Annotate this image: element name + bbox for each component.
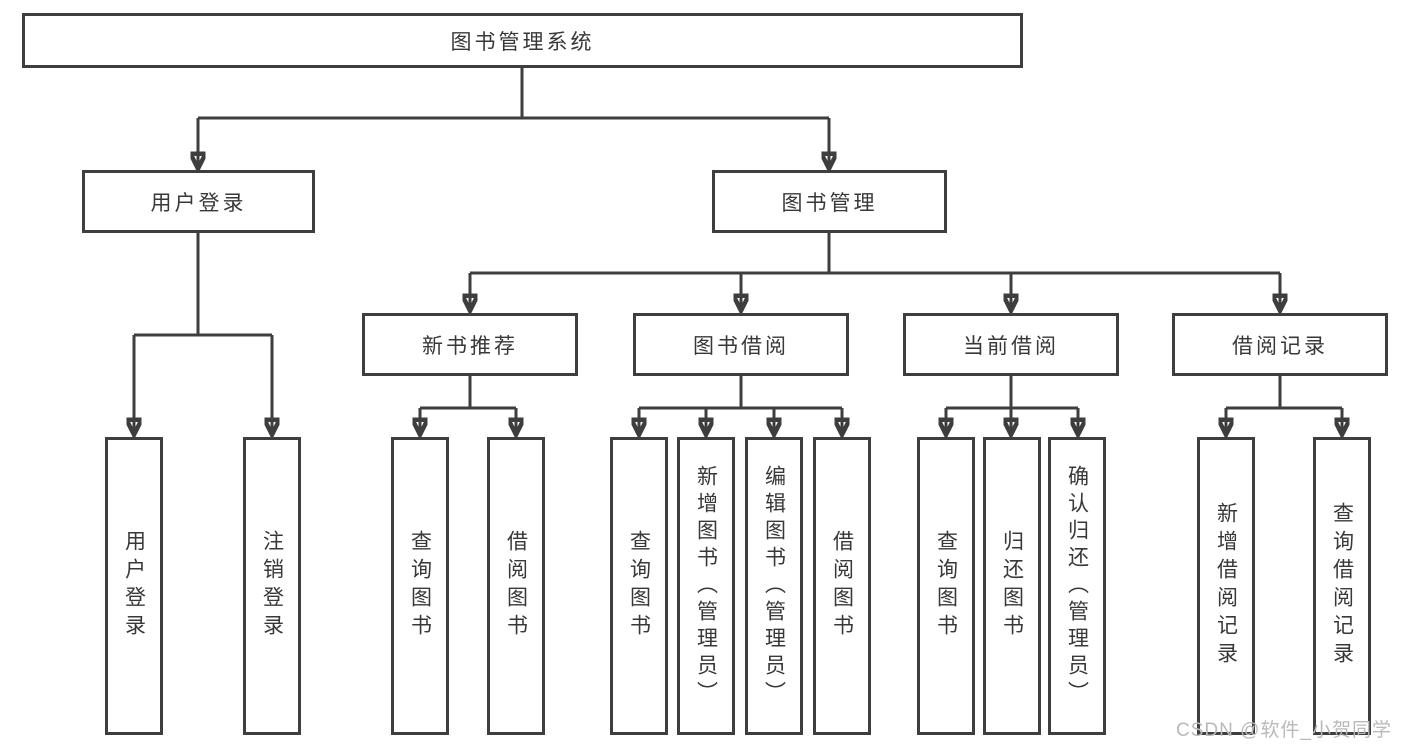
node-label: 图书借阅: [693, 334, 789, 358]
node-label: 新增图书（管理员）: [694, 464, 718, 708]
node-label: 新书推荐: [422, 334, 518, 358]
connector-user-login-children: [134, 233, 272, 434]
leaf-logout: 注销登录: [243, 437, 301, 735]
node-label: 归还图书: [1000, 530, 1024, 642]
node-label: 当前借阅: [963, 334, 1059, 358]
node-label: 编辑图书（管理员）: [762, 464, 786, 708]
node-book-borrowing: 图书借阅: [633, 313, 849, 376]
leaf-query-books-borrowing: 查询图书: [610, 437, 668, 735]
leaf-user-login: 用户登录: [105, 437, 163, 735]
node-label: 借阅图书: [830, 530, 854, 642]
leaf-query-borrow-record: 查询借阅记录: [1313, 437, 1371, 735]
connector-book-management-children: [470, 233, 1280, 310]
node-label: 图书管理系统: [450, 30, 595, 54]
node-current-borrowing: 当前借阅: [903, 313, 1119, 376]
node-label: 用户登录: [122, 530, 146, 642]
leaf-add-borrow-record: 新增借阅记录: [1197, 437, 1255, 735]
connector-root-to-level2: [198, 68, 829, 168]
node-label: 查询图书: [408, 530, 432, 642]
node-user-login: 用户登录: [82, 170, 315, 233]
leaf-edit-book-admin: 编辑图书（管理员）: [745, 437, 803, 735]
leaf-query-books-recommend: 查询图书: [391, 437, 449, 735]
node-label: 用户登录: [150, 191, 247, 215]
csdn-watermark: CSDN @软件_小贺同学: [1176, 720, 1392, 741]
connector-borrowing-records-children: [1226, 376, 1342, 434]
node-root-library-management-system: 图书管理系统: [22, 13, 1023, 68]
connector-new-book-recommend-children: [420, 376, 516, 434]
leaf-query-books-current: 查询图书: [917, 437, 975, 735]
connector-book-borrowing-children: [639, 376, 842, 434]
node-borrowing-records: 借阅记录: [1172, 313, 1388, 376]
connector-current-borrowing-children: [946, 376, 1078, 434]
node-label: 借阅记录: [1232, 334, 1328, 358]
node-book-management: 图书管理: [712, 170, 947, 233]
node-label: 查询借阅记录: [1330, 502, 1354, 670]
node-label: 查询图书: [627, 530, 651, 642]
leaf-borrow-books-recommend: 借阅图书: [487, 437, 545, 735]
leaf-return-books: 归还图书: [983, 437, 1041, 735]
node-label: 新增借阅记录: [1214, 502, 1238, 670]
node-new-book-recommend: 新书推荐: [362, 313, 578, 376]
leaf-confirm-return-admin: 确认归还（管理员）: [1048, 437, 1106, 735]
leaf-add-book-admin: 新增图书（管理员）: [677, 437, 735, 735]
node-label: 图书管理: [781, 191, 878, 215]
node-label: 注销登录: [260, 530, 284, 642]
leaf-borrow-books-borrowing: 借阅图书: [813, 437, 871, 735]
node-label: 借阅图书: [504, 530, 528, 642]
node-label: 查询图书: [934, 530, 958, 642]
node-label: 确认归还（管理员）: [1065, 464, 1089, 708]
